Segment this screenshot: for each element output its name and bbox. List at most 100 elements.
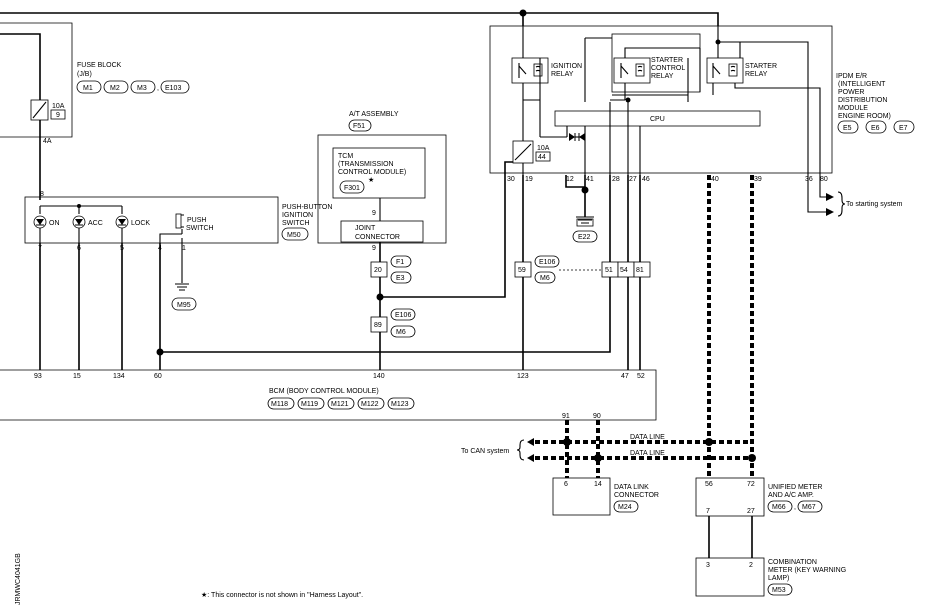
svg-text:9: 9	[372, 210, 376, 217]
svg-text:DATA LINE: DATA LINE	[630, 434, 665, 441]
on-indicator	[33, 215, 47, 229]
svg-text:M3: M3	[137, 85, 147, 92]
svg-text:7: 7	[706, 508, 710, 515]
svg-text:IPDM E/R: IPDM E/R	[836, 73, 867, 80]
conn-20	[370, 261, 388, 278]
svg-text:12: 12	[566, 176, 574, 183]
svg-text:M121: M121	[331, 401, 349, 408]
svg-text:56: 56	[705, 481, 713, 488]
svg-text:M24: M24	[618, 504, 632, 511]
svg-text:M2: M2	[110, 85, 120, 92]
svg-text:M123: M123	[391, 401, 409, 408]
svg-text:RELAY: RELAY	[745, 71, 768, 78]
push-switch-contact	[159, 213, 184, 243]
svg-text:SWITCH: SWITCH	[282, 220, 310, 227]
svg-text:M50: M50	[287, 232, 301, 239]
svg-text:M66: M66	[772, 504, 786, 511]
svg-text:89: 89	[374, 322, 382, 329]
fuse-block-connectors: M1 M2 M3 , E103	[76, 80, 190, 94]
svg-text:46: 46	[642, 176, 650, 183]
svg-text:TCM: TCM	[338, 153, 353, 160]
svg-text:E103: E103	[165, 85, 181, 92]
fuse-block-box	[0, 22, 73, 138]
svg-text:36: 36	[805, 176, 813, 183]
dlc-box	[552, 477, 611, 516]
svg-text:METER (KEY WARNING: METER (KEY WARNING	[768, 567, 846, 574]
to-starting-system: To starting system	[846, 201, 903, 208]
can-data-lines	[535, 440, 752, 460]
svg-text:DATA LINE: DATA LINE	[630, 450, 665, 457]
svg-text:ACC: ACC	[88, 220, 103, 227]
svg-text:LAMP): LAMP)	[768, 575, 789, 582]
svg-text:IGNITION: IGNITION	[551, 63, 582, 70]
svg-text:STARTER: STARTER	[745, 63, 777, 70]
can-from-bcm	[565, 420, 600, 478]
svg-text:15: 15	[73, 373, 81, 380]
svg-text:2: 2	[749, 562, 753, 569]
svg-text:CONTROL MODULE): CONTROL MODULE)	[338, 169, 406, 176]
svg-text:E6: E6	[871, 125, 880, 132]
svg-text:PUSH: PUSH	[187, 217, 206, 224]
svg-text:,: ,	[157, 85, 159, 92]
bcm-title: BCM (BODY CONTROL MODULE)	[269, 388, 379, 395]
svg-text:M53: M53	[772, 587, 786, 594]
svg-text:E3: E3	[396, 275, 405, 282]
svg-text:POWER: POWER	[838, 89, 864, 96]
svg-text:DISTRIBUTION: DISTRIBUTION	[838, 97, 887, 104]
ipdm-diodes	[569, 133, 585, 141]
svg-text:140: 140	[373, 373, 385, 380]
svg-text:90: 90	[593, 413, 601, 420]
ipdm-box	[489, 25, 833, 174]
starter-relay	[706, 57, 744, 84]
svg-text:80: 80	[820, 176, 828, 183]
svg-text:59: 59	[518, 267, 526, 274]
svg-text:IGNITION: IGNITION	[282, 212, 313, 219]
m50-connector	[281, 227, 309, 241]
fuse-feed-line	[0, 33, 41, 100]
starter-control-relay	[613, 57, 651, 84]
svg-text:PUSH-BUTTON: PUSH-BUTTON	[282, 204, 332, 211]
svg-text:,: ,	[794, 504, 796, 511]
svg-text:72: 72	[747, 481, 755, 488]
svg-text:ON: ON	[49, 220, 60, 227]
can-from-ipdm	[707, 175, 754, 478]
svg-text:81: 81	[636, 267, 644, 274]
svg-text:E5: E5	[843, 125, 852, 132]
svg-text:30: 30	[507, 176, 515, 183]
svg-text:M6: M6	[396, 329, 406, 336]
svg-text:(TRANSMISSION: (TRANSMISSION	[338, 161, 394, 168]
svg-text:40: 40	[711, 176, 719, 183]
svg-text:E7: E7	[899, 125, 908, 132]
svg-text:27: 27	[629, 176, 637, 183]
svg-text:19: 19	[525, 176, 533, 183]
svg-text:CONNECTOR: CONNECTOR	[614, 492, 659, 499]
svg-text:SWITCH: SWITCH	[186, 225, 214, 232]
svg-text:RELAY: RELAY	[551, 71, 574, 78]
acc-indicator	[72, 215, 86, 229]
fuse-pin-in: 8	[40, 191, 44, 198]
svg-text:52: 52	[637, 373, 645, 380]
svg-text:9: 9	[372, 245, 376, 252]
svg-text:E106: E106	[395, 312, 411, 319]
svg-text:60: 60	[154, 373, 162, 380]
svg-text:91: 91	[562, 413, 570, 420]
svg-text:LOCK: LOCK	[131, 220, 150, 227]
lock-indicator	[115, 215, 129, 229]
ignition-relay	[511, 57, 549, 84]
svg-text:M119: M119	[301, 401, 318, 408]
svg-text:44: 44	[538, 154, 546, 161]
diagram-code: JRMWC4041GB	[15, 553, 22, 605]
to-can-system: To CAN system	[461, 448, 509, 455]
svg-text:(INTELLIGENT: (INTELLIGENT	[838, 81, 886, 88]
joint-connector-box	[340, 220, 424, 243]
svg-text:27: 27	[747, 508, 755, 515]
svg-text:COMBINATION: COMBINATION	[768, 559, 817, 566]
svg-text:10A: 10A	[537, 145, 550, 152]
svg-text:20: 20	[374, 267, 382, 274]
svg-text:41: 41	[586, 176, 594, 183]
svg-text:DATA LINK: DATA LINK	[614, 484, 649, 491]
svg-text:E22: E22	[578, 234, 591, 241]
svg-text:AND A/C AMP.: AND A/C AMP.	[768, 492, 814, 499]
conn-89	[370, 316, 388, 333]
